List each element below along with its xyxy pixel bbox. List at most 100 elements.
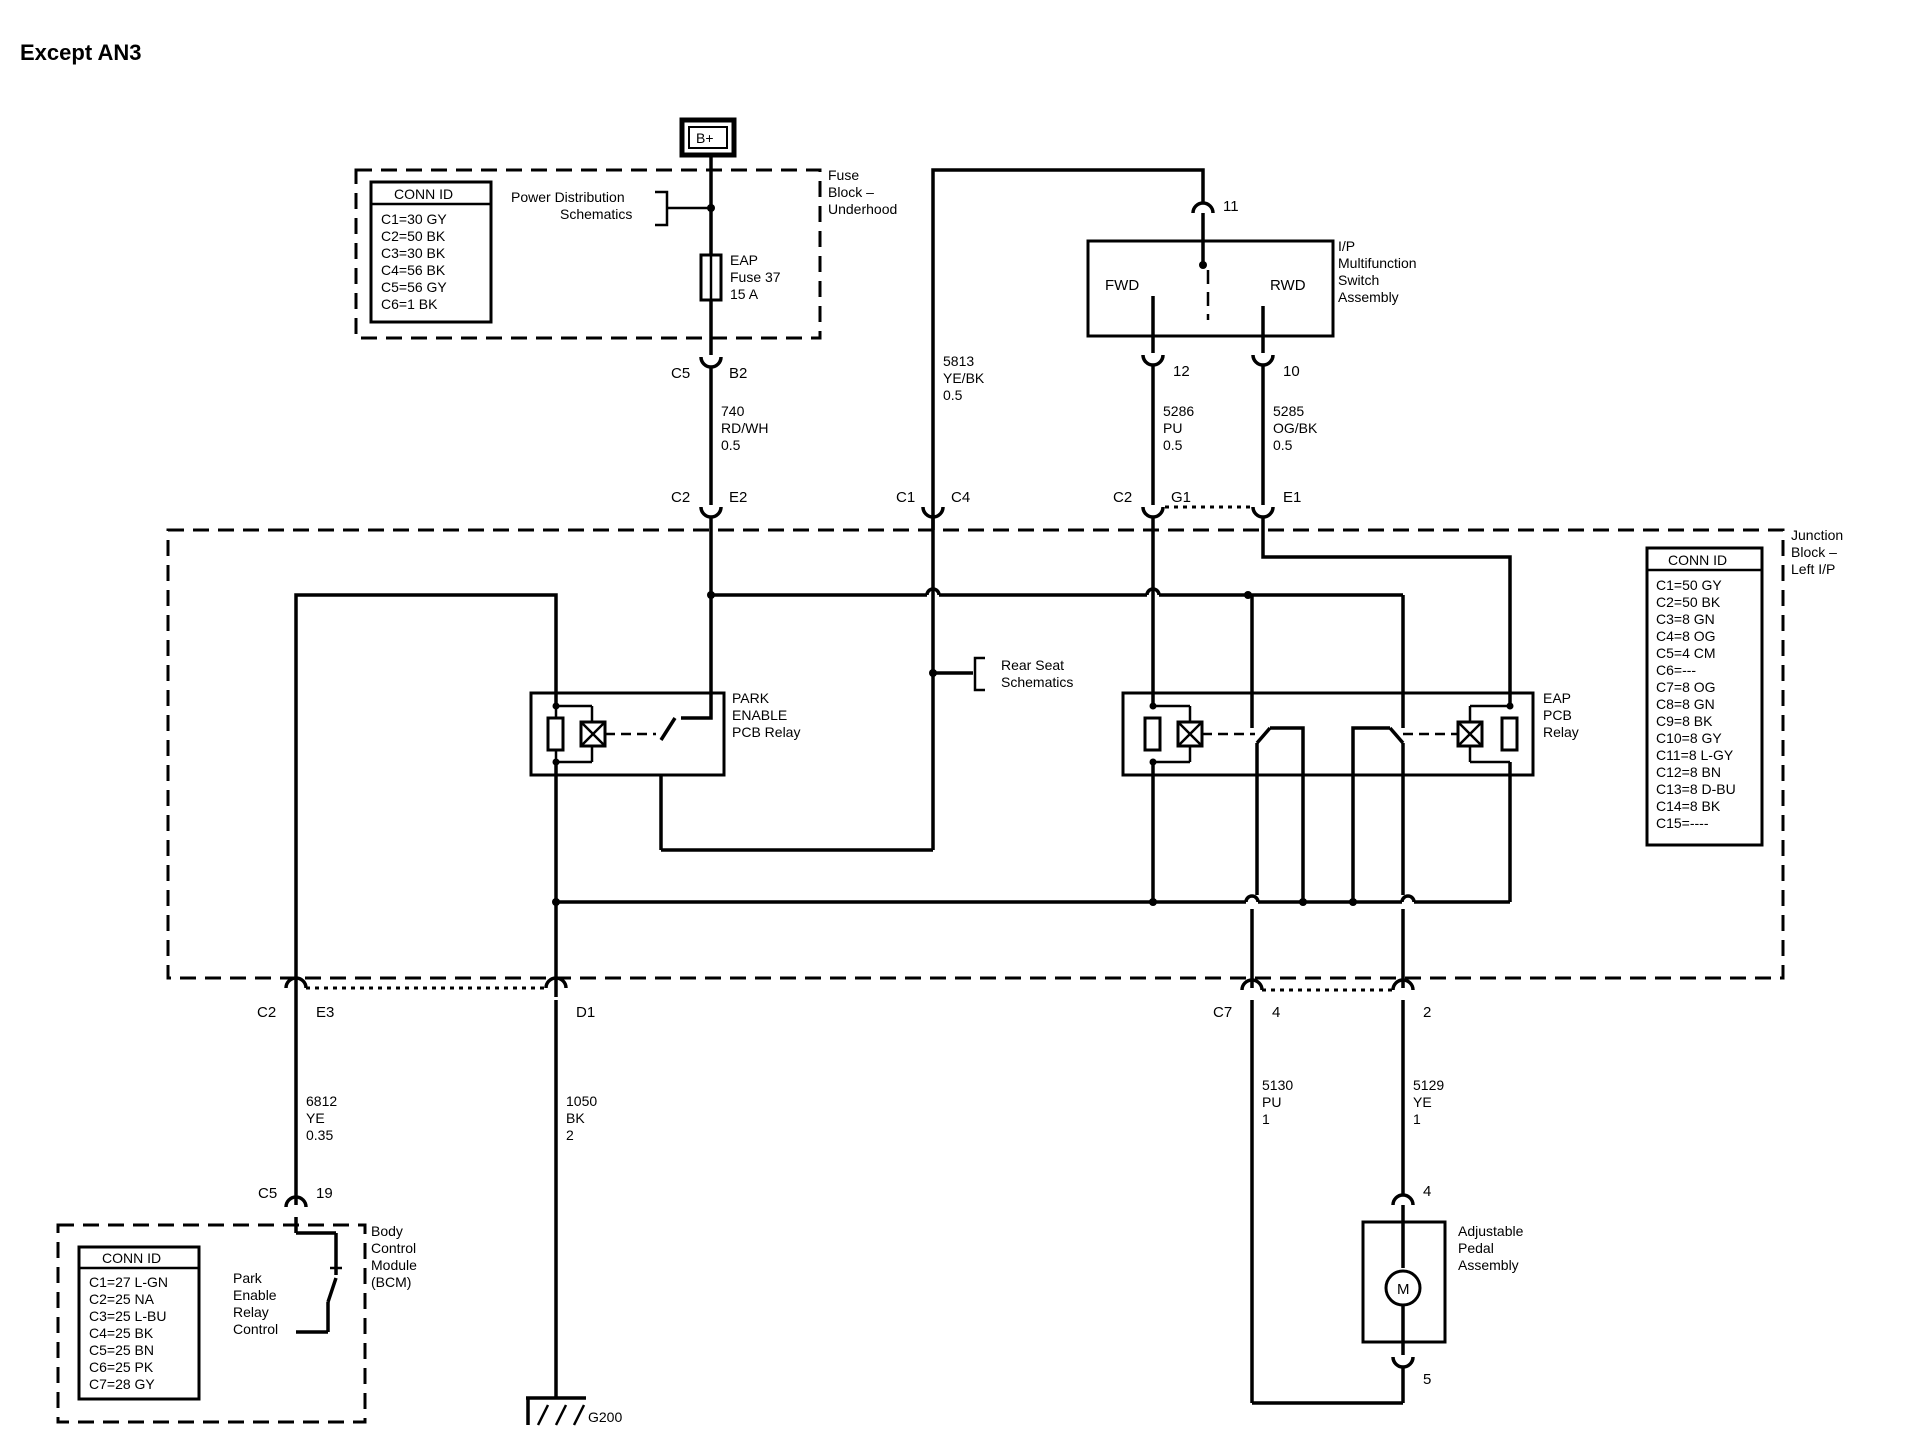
pin-jb-e3: E3 xyxy=(316,1004,334,1021)
svg-text:740: 740 xyxy=(721,403,745,419)
svg-text:0.5: 0.5 xyxy=(1273,437,1293,453)
svg-text:Pedal: Pedal xyxy=(1458,1240,1494,1256)
upper-bus xyxy=(707,517,1403,599)
connector-sw-10 xyxy=(1251,354,1275,367)
fuse-block-outline xyxy=(354,168,822,340)
svg-text:Multifunction: Multifunction xyxy=(1338,255,1417,271)
connector-sw-11 xyxy=(1191,201,1215,214)
svg-text:Module: Module xyxy=(371,1257,417,1273)
bcm-relay-control-label: Park Enable Relay Control xyxy=(233,1270,278,1337)
connector-jb-c2-e3 xyxy=(284,976,308,989)
svg-text:C5=4 CM: C5=4 CM xyxy=(1656,645,1716,661)
svg-text:C4=25 BK: C4=25 BK xyxy=(89,1325,154,1341)
svg-text:C2=50 BK: C2=50 BK xyxy=(381,228,446,244)
svg-text:1050: 1050 xyxy=(566,1093,597,1109)
power-distribution-reference: Power Distribution Schematics xyxy=(511,189,711,227)
pin-jb-c4: C4 xyxy=(951,489,970,506)
svg-text:C11=8 L-GY: C11=8 L-GY xyxy=(1656,747,1734,763)
pin-sw-10: 10 xyxy=(1283,363,1300,380)
rear-seat-reference: Rear Seat Schematics xyxy=(973,656,1073,692)
svg-text:Block –: Block – xyxy=(1791,544,1837,560)
junction-block-outline xyxy=(166,528,1785,980)
svg-text:Schematics: Schematics xyxy=(1001,674,1073,690)
svg-text:RD/WH: RD/WH xyxy=(721,420,768,436)
wire-6812-internal xyxy=(294,593,558,1000)
svg-text:C3=30 BK: C3=30 BK xyxy=(381,245,446,261)
park-enable-relay-label: PARK ENABLE PCB Relay xyxy=(732,690,800,740)
pin-ped-5: 5 xyxy=(1423,1371,1431,1388)
pin-bcm-19: 19 xyxy=(316,1185,333,1202)
connector-jb-c7-4 xyxy=(1240,978,1264,991)
svg-text:C15=----: C15=---- xyxy=(1656,815,1709,831)
lower-ground-bus xyxy=(552,894,1510,906)
bcm-name: Body Control Module (BCM) xyxy=(371,1223,417,1290)
svg-text:15 A: 15 A xyxy=(730,286,759,302)
pin-jb-e2: E2 xyxy=(729,489,747,506)
connector-bcm-c5-19 xyxy=(284,1195,308,1208)
svg-text:Relay: Relay xyxy=(233,1304,269,1320)
svg-text:Control: Control xyxy=(371,1240,416,1256)
svg-text:CONN ID: CONN ID xyxy=(394,186,453,202)
svg-text:2: 2 xyxy=(566,1127,574,1143)
park-relay-common xyxy=(681,595,713,720)
svg-text:C4=56 BK: C4=56 BK xyxy=(381,262,446,278)
svg-text:5129: 5129 xyxy=(1413,1077,1444,1093)
wire-5813-internal xyxy=(659,517,973,852)
svg-text:Underhood: Underhood xyxy=(828,201,897,217)
svg-text:Rear Seat: Rear Seat xyxy=(1001,657,1064,673)
wire-740-label: 740 RD/WH 0.5 xyxy=(721,403,768,453)
pin-ped-4: 4 xyxy=(1423,1183,1431,1200)
svg-text:Switch: Switch xyxy=(1338,272,1379,288)
connector-jb-2 xyxy=(1391,978,1415,991)
svg-text:Adjustable: Adjustable xyxy=(1458,1223,1524,1239)
svg-text:Relay: Relay xyxy=(1543,724,1579,740)
svg-text:C6=---: C6=--- xyxy=(1656,662,1696,678)
pin-jb-c2c: C2 xyxy=(257,1004,276,1021)
svg-text:C7=8 OG: C7=8 OG xyxy=(1656,679,1716,695)
svg-text:C3=8 GN: C3=8 GN xyxy=(1656,611,1715,627)
connector-sw-12 xyxy=(1141,354,1165,367)
junction-block-name: Junction Block – Left I/P xyxy=(1791,527,1843,577)
svg-text:5130: 5130 xyxy=(1262,1077,1293,1093)
svg-text:C2=50 BK: C2=50 BK xyxy=(1656,594,1721,610)
svg-text:Assembly: Assembly xyxy=(1458,1257,1519,1273)
svg-text:1: 1 xyxy=(1413,1111,1421,1127)
svg-text:PU: PU xyxy=(1163,420,1182,436)
battery-positive: B+ xyxy=(679,117,737,158)
pin-jb-c1: C1 xyxy=(896,489,915,506)
pin-sw-11: 11 xyxy=(1223,198,1239,215)
pin-fb-b2: B2 xyxy=(729,365,747,382)
svg-text:Left I/P: Left I/P xyxy=(1791,561,1835,577)
adjustable-pedal-label: Adjustable Pedal Assembly xyxy=(1458,1223,1524,1273)
wire-1050-label: 1050 BK 2 xyxy=(566,1093,597,1143)
eap-relay-label: EAP PCB Relay xyxy=(1543,690,1579,740)
svg-text:5813: 5813 xyxy=(943,353,974,369)
svg-text:C4=8 OG: C4=8 OG xyxy=(1656,628,1716,644)
svg-text:Body: Body xyxy=(371,1223,403,1239)
svg-text:Block –: Block – xyxy=(828,184,874,200)
pin-jb-4: 4 xyxy=(1272,1004,1280,1021)
pin-fb-c5: C5 xyxy=(671,365,690,382)
svg-text:0.35: 0.35 xyxy=(306,1127,333,1143)
eap-relay xyxy=(1121,691,1535,777)
svg-text:C9=8 BK: C9=8 BK xyxy=(1656,713,1713,729)
connector-jb-d1 xyxy=(544,976,568,989)
svg-text:EAP: EAP xyxy=(730,252,758,268)
wire-5130-label: 5130 PU 1 xyxy=(1262,1077,1293,1127)
eap-fuse xyxy=(699,253,723,302)
svg-text:0.5: 0.5 xyxy=(1163,437,1183,453)
svg-text:CONN ID: CONN ID xyxy=(102,1250,161,1266)
svg-text:C5=25 BN: C5=25 BN xyxy=(89,1342,154,1358)
svg-text:C2=25 NA: C2=25 NA xyxy=(89,1291,155,1307)
bcm-outline xyxy=(56,1223,367,1424)
svg-text:I/P: I/P xyxy=(1338,238,1355,254)
bcm-conn-id-table: CONN ID C1=27 L-GN C2=25 NA C3=25 L-BU C… xyxy=(77,1245,201,1401)
svg-text:ENABLE: ENABLE xyxy=(732,707,787,723)
wire-5129-label: 5129 YE 1 xyxy=(1413,1077,1444,1127)
wire-5285-label: 5285 OG/BK 0.5 xyxy=(1273,403,1318,453)
junction-block-conn-id-table: CONN ID C1=50 GY C2=50 BK C3=8 GN C4=8 O… xyxy=(1645,546,1764,847)
multifunction-switch-box xyxy=(1086,239,1335,338)
ground-label: G200 xyxy=(588,1409,622,1425)
svg-text:Fuse: Fuse xyxy=(828,167,859,183)
battery-label: B+ xyxy=(696,130,714,146)
